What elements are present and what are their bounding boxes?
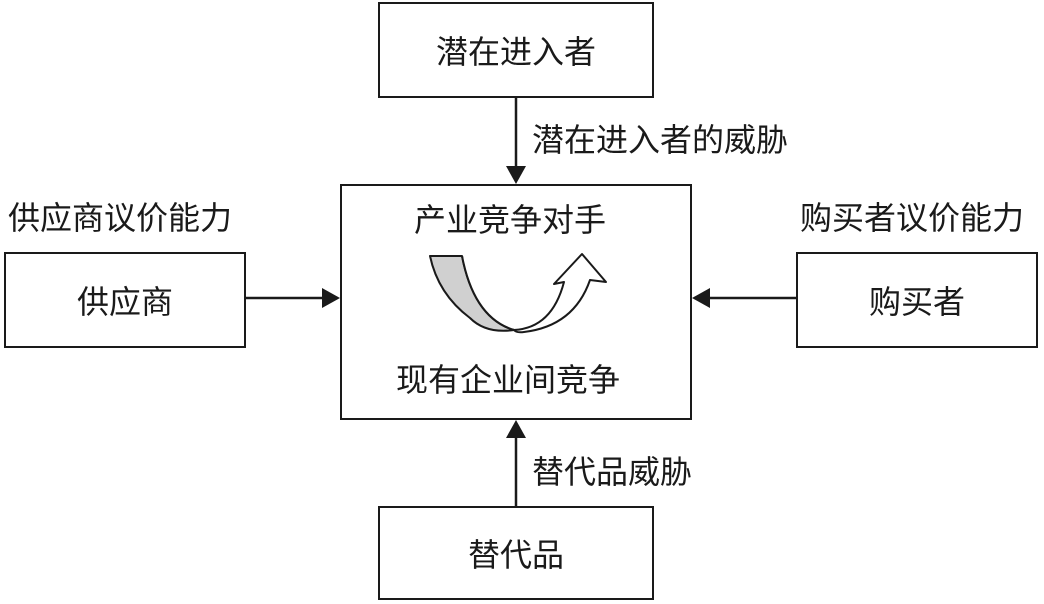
- suppliers-label: 供应商: [76, 283, 173, 321]
- substitutes-box: 替代品: [378, 506, 654, 600]
- industry-competitors-title: 产业竞争对手: [414, 201, 607, 239]
- industry-competitors-box: [340, 184, 692, 420]
- suppliers-arrowhead: [322, 288, 340, 308]
- supplier-power-label: 供应商议价能力: [8, 199, 233, 237]
- entrants-arrowhead: [506, 166, 526, 184]
- rivalry-arc-arrow: [461, 253, 607, 334]
- threat-of-substitutes-label: 替代品威胁: [532, 453, 693, 491]
- buyer-power-label: 购买者议价能力: [800, 199, 1025, 237]
- substitutes-label: 替代品: [467, 536, 564, 574]
- potential-entrants-label: 潜在进入者: [435, 33, 596, 71]
- buyers-label: 购买者: [868, 283, 965, 321]
- potential-entrants-box: 潜在进入者: [378, 2, 654, 98]
- buyers-box: 购买者: [796, 252, 1038, 348]
- buyers-arrowhead: [692, 288, 710, 308]
- rivalry-label: 现有企业间竞争: [396, 361, 621, 399]
- substitutes-arrowhead: [506, 420, 526, 438]
- threat-of-entrants-label: 潜在进入者的威胁: [532, 121, 789, 159]
- suppliers-box: 供应商: [4, 252, 246, 348]
